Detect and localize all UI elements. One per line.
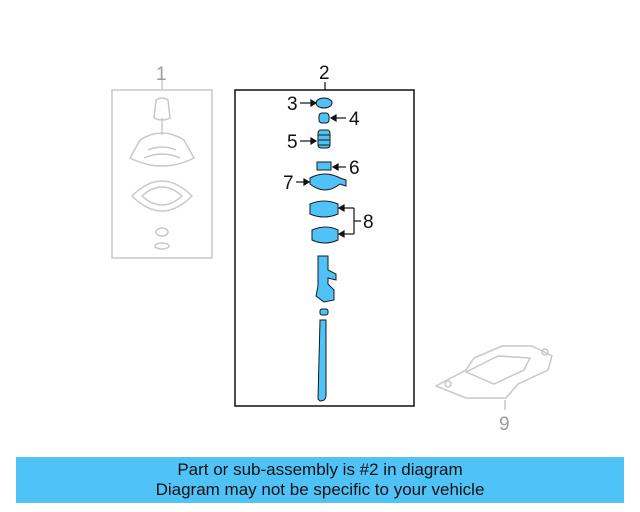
part-3-shape [315,97,333,109]
part-8-upper-shape [309,200,339,218]
part-2-components [309,97,347,402]
part-8-lower-shape [311,226,339,244]
callout-8: 8 [363,212,374,233]
banner-line-2: Diagram may not be specific to your vehi… [155,480,485,499]
shift-lever-body-shape [315,255,337,303]
part-6-shape [316,161,332,171]
callout-1: 1 [156,64,167,85]
part-1-box [111,89,213,259]
part-5-shape [317,129,331,149]
lever-bushing-shape [319,308,329,316]
part-9-gasket-shape [434,345,553,399]
callout-7: 7 [283,173,294,194]
shift-boot-shape [128,132,196,167]
part-9-group [434,345,553,410]
part-1-washer-shape [154,242,170,250]
boot-plate-shape [130,180,194,212]
parts-diagram: 1 2 [111,63,553,435]
banner-line-1: Part or sub-assembly is #2 in diagram [177,460,463,479]
disclaimer-banner: Part or sub-assembly is #2 in diagram Di… [16,457,624,503]
part-4-shape [318,112,330,124]
part-1-group [111,80,213,259]
callout-2: 2 [319,63,330,84]
callout-6: 6 [349,158,360,179]
part-7-shape [309,173,347,191]
callout-leaders [296,98,361,239]
callout-9: 9 [499,414,510,435]
callout-5: 5 [287,132,298,153]
callout-4: 4 [349,109,360,130]
part-1-bushing-shape [155,227,169,237]
shift-knob-shape [153,97,171,121]
callout-3: 3 [287,94,298,115]
shift-shaft-shape [317,319,327,402]
